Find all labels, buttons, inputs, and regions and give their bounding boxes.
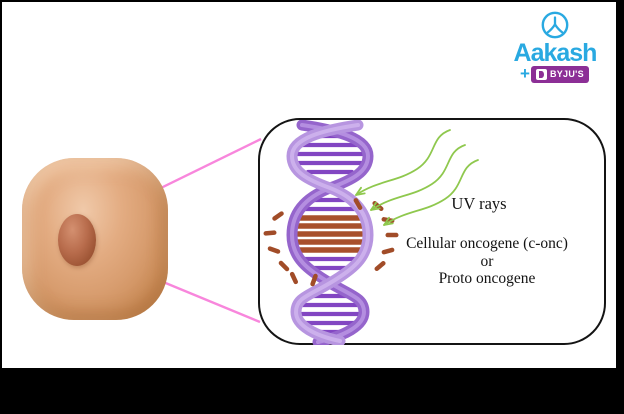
byjus-badge: + BYJU'S	[520, 64, 589, 84]
brand-logo: Aakash + BYJU'S	[500, 8, 610, 88]
brand-name: Aakash	[513, 39, 598, 67]
byjus-pill: BYJU'S	[530, 65, 589, 83]
cell-illustration	[22, 158, 168, 320]
oncogene-label-line3: Proto oncogene	[438, 270, 536, 287]
byjus-label: BYJU'S	[549, 69, 584, 79]
oncogene-label-line1: Cellular oncogene (c-onc)	[406, 235, 568, 252]
dna-helix-icon	[286, 120, 374, 345]
byjus-app-icon	[535, 68, 547, 80]
magnified-view-art	[263, 120, 479, 345]
oncogene-label: Cellular oncogene (c-onc) or Proto oncog…	[406, 235, 568, 288]
uv-rays-label: UV rays	[451, 194, 507, 213]
aakash-circle-icon	[541, 11, 569, 39]
dna-damage-burst-icon	[263, 198, 399, 287]
oncogene-label-line2: or	[480, 252, 494, 270]
uv-rays-arrows-icon	[355, 129, 479, 226]
plus-icon: +	[520, 64, 530, 83]
nucleus	[58, 214, 96, 266]
damaged-dna-rungs	[289, 215, 371, 253]
